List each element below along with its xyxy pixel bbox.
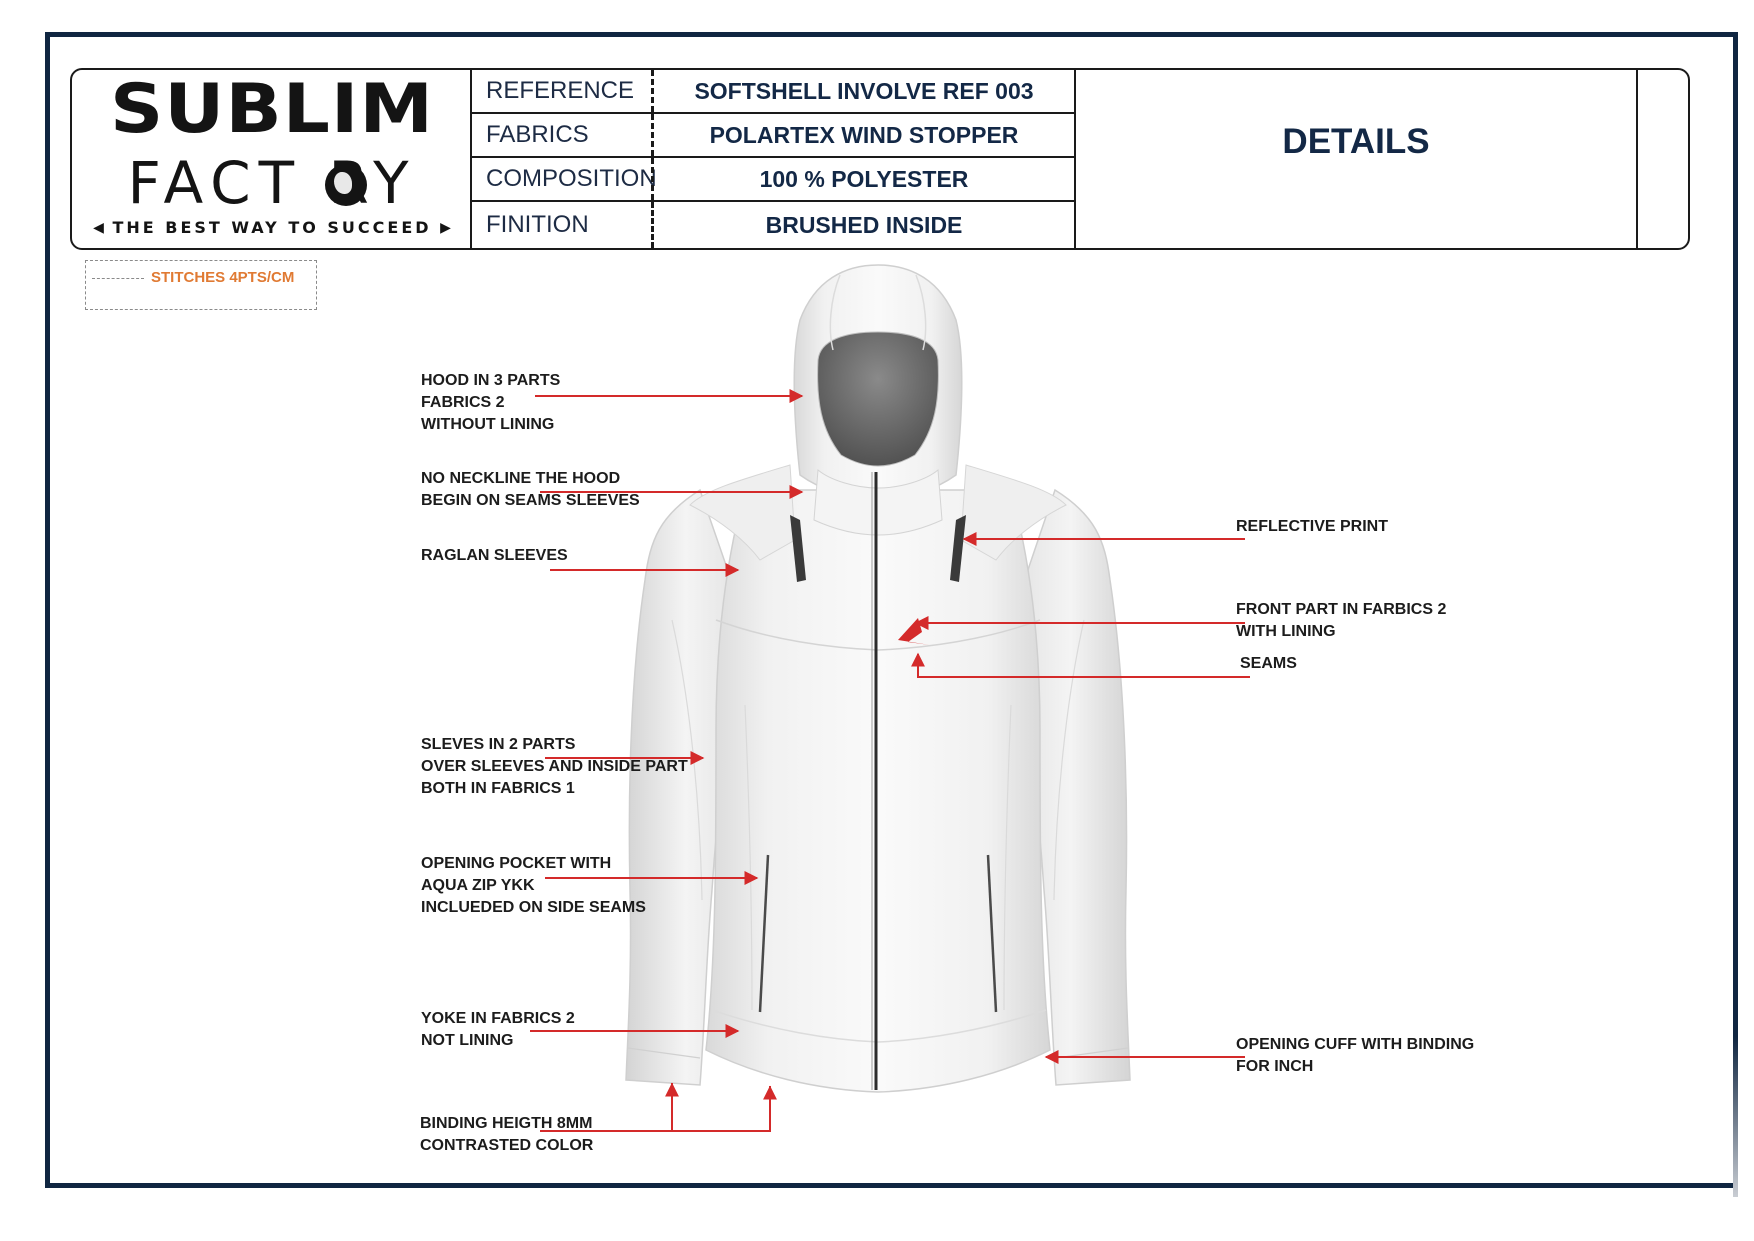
callout-binding: BINDING HEIGTH 8MM CONTRASTED COLOR bbox=[420, 1115, 594, 1154]
callout-raglan: RAGLAN SLEEVES bbox=[421, 547, 568, 564]
yoke-seam bbox=[711, 1009, 1047, 1043]
stitch-legend-label: STITCHES 4PTS/CM bbox=[151, 269, 295, 286]
spec-value: BRUSHED INSIDE bbox=[765, 211, 963, 238]
spec-label: COMPOSITION bbox=[486, 165, 657, 192]
stitch-sample-line bbox=[92, 278, 144, 279]
brand-logo: SUBLIM FACT RY ◀ THE BEST WAY TO SUCCEED… bbox=[72, 70, 472, 248]
spec-label: FINITION bbox=[486, 211, 589, 238]
spec-divider bbox=[651, 158, 654, 200]
reflective-print-mark bbox=[898, 618, 930, 645]
spec-row-finition: FINITION BRUSHED INSIDE bbox=[472, 202, 1074, 248]
stitch-legend: STITCHES 4PTS/CM bbox=[85, 260, 317, 310]
details-cell: DETAILS bbox=[1076, 70, 1638, 248]
reflective-slit-right bbox=[950, 515, 966, 582]
jacket-body bbox=[705, 489, 1051, 1093]
spec-value: SOFTSHELL INVOLVE REF 003 bbox=[694, 77, 1034, 104]
callout-neckline: NO NECKLINE THE HOOD BEGIN ON SEAMS SLEE… bbox=[421, 470, 640, 509]
callout-cuff: OPENING CUFF WITH BINDING FOR INCH bbox=[1236, 1036, 1475, 1075]
chest-seam bbox=[715, 619, 1041, 651]
callout-seams: SEAMS bbox=[1240, 655, 1297, 672]
callout-front: FRONT PART IN FARBICS 2 WITH LINING bbox=[1236, 601, 1447, 640]
callout-hood: HOOD IN 3 PARTS FABRICS 2 WITHOUT LINING bbox=[421, 372, 561, 433]
shoulder-yoke bbox=[689, 464, 796, 561]
pocket-zip-right bbox=[986, 854, 998, 1013]
page-frame bbox=[45, 32, 1738, 1197]
logo-tagline-row: ◀ THE BEST WAY TO SUCCEED ▶ bbox=[72, 218, 472, 237]
pocket-zip-left bbox=[758, 854, 770, 1013]
details-title: DETAILS bbox=[1282, 122, 1430, 161]
shoulder-yoke-right bbox=[960, 464, 1067, 561]
reflective-slit-left bbox=[790, 515, 806, 582]
callout-reflective: REFLECTIVE PRINT bbox=[1236, 518, 1389, 535]
spec-table: REFERENCE SOFTSHELL INVOLVE REF 003 FABR… bbox=[472, 70, 1076, 248]
callout-pocket: OPENING POCKET WITH AQUA ZIP YKK INCLUED… bbox=[421, 855, 646, 916]
callout-yoke: YOKE IN FABRICS 2 NOT LINING bbox=[421, 1010, 575, 1049]
hood-opening bbox=[817, 331, 939, 467]
spec-row-composition: COMPOSITION 100 % POLYESTER bbox=[472, 158, 1074, 202]
callout-sleeves: SLEVES IN 2 PARTS OVER SLEEVES AND INSID… bbox=[421, 736, 688, 797]
spec-value: 100 % POLYESTER bbox=[759, 165, 969, 192]
spec-divider bbox=[651, 114, 654, 156]
logo-tagline: THE BEST WAY TO SUCCEED bbox=[112, 218, 432, 237]
spec-divider bbox=[651, 202, 654, 248]
collar bbox=[813, 468, 943, 536]
logo-wordmark-top: SUBLIM bbox=[109, 69, 435, 149]
swoosh-left-icon: ◀ bbox=[93, 220, 104, 236]
spec-label: REFERENCE bbox=[486, 77, 635, 104]
spec-value: POLARTEX WIND STOPPER bbox=[709, 121, 1019, 148]
title-block: SUBLIM FACT RY ◀ THE BEST WAY TO SUCCEED… bbox=[70, 68, 1690, 250]
spec-row-reference: REFERENCE SOFTSHELL INVOLVE REF 003 bbox=[472, 70, 1074, 114]
globe-icon bbox=[325, 164, 367, 206]
swoosh-right-icon: ▶ bbox=[440, 220, 451, 236]
spec-divider bbox=[651, 70, 654, 112]
spec-row-fabrics: FABRICS POLARTEX WIND STOPPER bbox=[472, 114, 1074, 158]
frame-fade bbox=[1733, 1037, 1738, 1197]
spec-label: FABRICS bbox=[486, 121, 589, 148]
